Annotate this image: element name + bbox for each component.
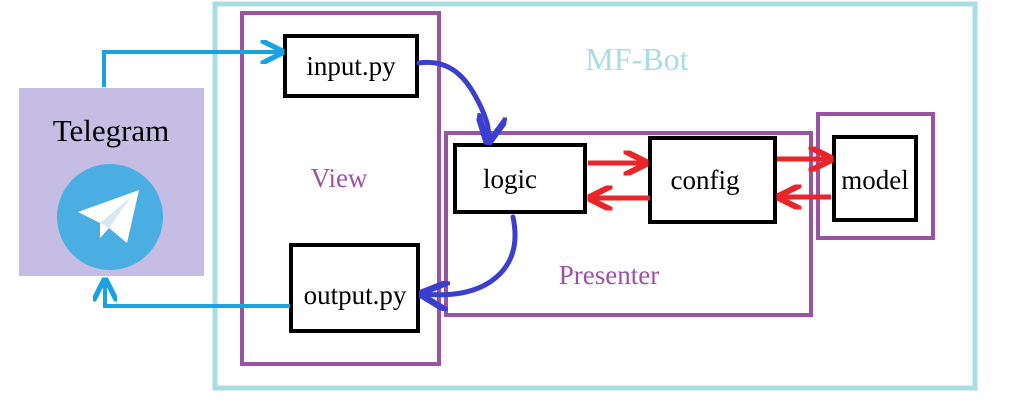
view-group [240, 11, 441, 366]
presenter-group [444, 131, 813, 317]
model-group [816, 112, 935, 240]
output-node-label: output.py [304, 280, 407, 310]
output-node [289, 243, 420, 333]
config-node [648, 136, 777, 224]
mfbot-container [212, 1, 978, 391]
arrow-logic-to-output [422, 214, 518, 295]
mfbot-title: MF-Bot [585, 41, 688, 77]
arrow-input-to-logic [416, 59, 489, 142]
telegram-label: Telegram [53, 113, 170, 148]
input-node [283, 34, 419, 98]
arrow-telegram-to-input [102, 52, 282, 87]
logic-node [453, 143, 587, 214]
logic-node-label: logic [483, 164, 537, 194]
telegram-paper-plane-icon [57, 164, 163, 270]
config-node-label: config [671, 165, 740, 195]
input-node-label: input.py [306, 51, 396, 81]
arrow-output-to-telegram [105, 280, 290, 308]
model-node [832, 135, 918, 222]
presenter-label: Presenter [559, 260, 659, 290]
model-node-label: model [841, 165, 909, 195]
view-label: View [311, 163, 368, 193]
